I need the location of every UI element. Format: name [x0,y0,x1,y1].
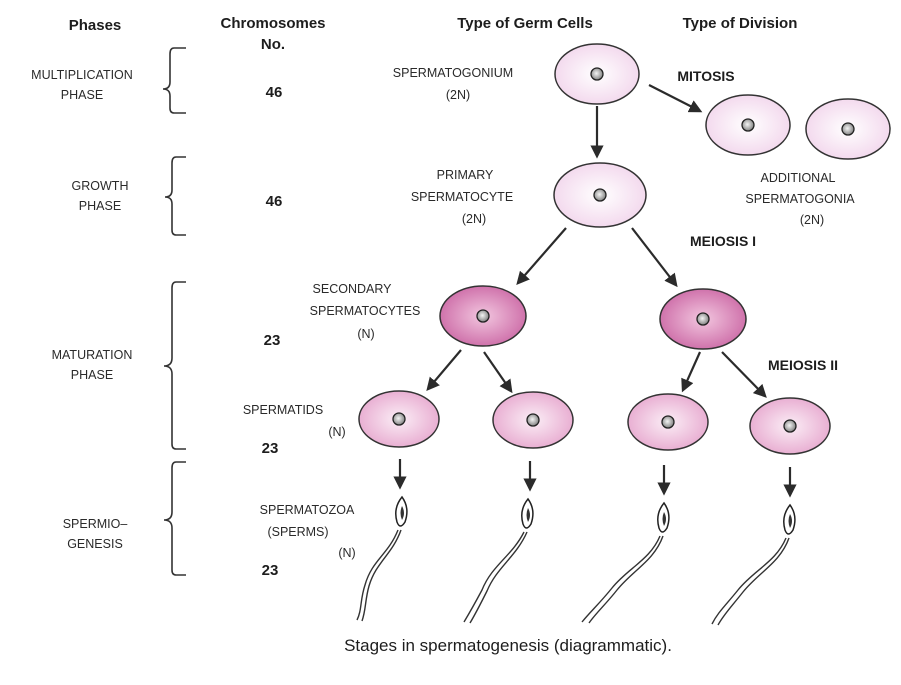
label-primary-ploidy: (2N) [462,212,486,226]
sperm-cell [356,495,408,622]
label-spermatogonium: SPERMATOGONIUM [393,66,513,80]
additional-spermatogonium-cell [705,94,791,156]
chromosome-number-secondary: 23 [264,332,281,349]
brace-growth [164,156,186,236]
secondary-spermatocyte-cell [659,288,747,350]
label-additional-line2: SPERMATOGONIA [745,192,855,206]
spermatid-cell [358,390,440,448]
header-division: Type of Division [683,15,798,32]
sperm-cell [581,501,670,624]
header-chromosomes: Chromosomes [220,15,325,32]
label-additional-line1: ADDITIONAL [760,171,835,185]
header-chromosomes-no: No. [261,36,285,53]
label-mitosis: MITOSIS [677,68,734,84]
label-additional-ploidy: (2N) [800,213,824,227]
arrow-mitosis [648,84,703,113]
arrow-meiosis2 [483,351,513,394]
secondary-spermatocyte-cell [439,285,527,347]
sperm-cell [711,503,796,626]
chromosome-number-multiplication: 46 [266,84,283,101]
label-spermatozoa-ploidy: (N) [338,546,355,560]
label-meiosis-2: MEIOSIS II [768,357,838,373]
label-spermatozoa-sperms: (SPERMS) [267,525,328,539]
sperm-cell [463,497,534,624]
label-spermatozoa: SPERMATOZOA [260,503,355,517]
phase-spermiogenesis-line2: GENESIS [67,537,123,551]
arrow-meiosis1-right [631,227,678,288]
label-spermatogonium-ploidy: (2N) [446,88,470,102]
label-secondary-line2: SPERMATOCYTES [310,304,421,318]
spermatid-cell [627,393,709,451]
spermatid-cell [749,397,831,455]
chromosome-number-spermatids: 23 [262,440,279,457]
chromosome-number-spermatozoa: 23 [262,562,279,579]
chromosome-number-growth: 46 [266,193,283,210]
additional-spermatogonium-cell [805,98,891,160]
arrow-meiosis1-left [516,227,567,285]
phase-multiplication-line2: PHASE [61,88,103,102]
label-primary-line1: PRIMARY [437,168,494,182]
brace-multiplication [162,47,186,114]
arrow-meiosis2 [721,351,767,398]
header-germ-cells: Type of Germ Cells [457,15,593,32]
brace-spermiogenesis [163,461,186,576]
spermatid-cell [492,391,574,449]
phase-multiplication-line1: MULTIPLICATION [31,68,133,82]
header-phases: Phases [69,17,122,34]
primary-spermatocyte-cell [553,162,647,228]
label-meiosis-1: MEIOSIS I [690,233,756,249]
phase-maturation-line2: PHASE [71,368,113,382]
spermatogonium-cell [554,43,640,105]
label-secondary-ploidy: (N) [357,327,374,341]
label-spermatids-ploidy: (N) [328,425,345,439]
brace-maturation [163,281,186,450]
label-spermatids: SPERMATIDS [243,403,323,417]
phase-growth-line1: GROWTH [72,179,129,193]
arrow-meiosis2 [681,351,702,393]
label-primary-line2: SPERMATOCYTE [411,190,513,204]
phase-maturation-line1: MATURATION [52,348,133,362]
phase-growth-line2: PHASE [79,199,121,213]
figure-caption: Stages in spermatogenesis (diagrammatic)… [344,636,672,655]
arrow-meiosis2 [426,349,462,392]
phase-spermiogenesis-line1: SPERMIO– [63,517,128,531]
label-secondary-line1: SECONDARY [313,282,393,296]
